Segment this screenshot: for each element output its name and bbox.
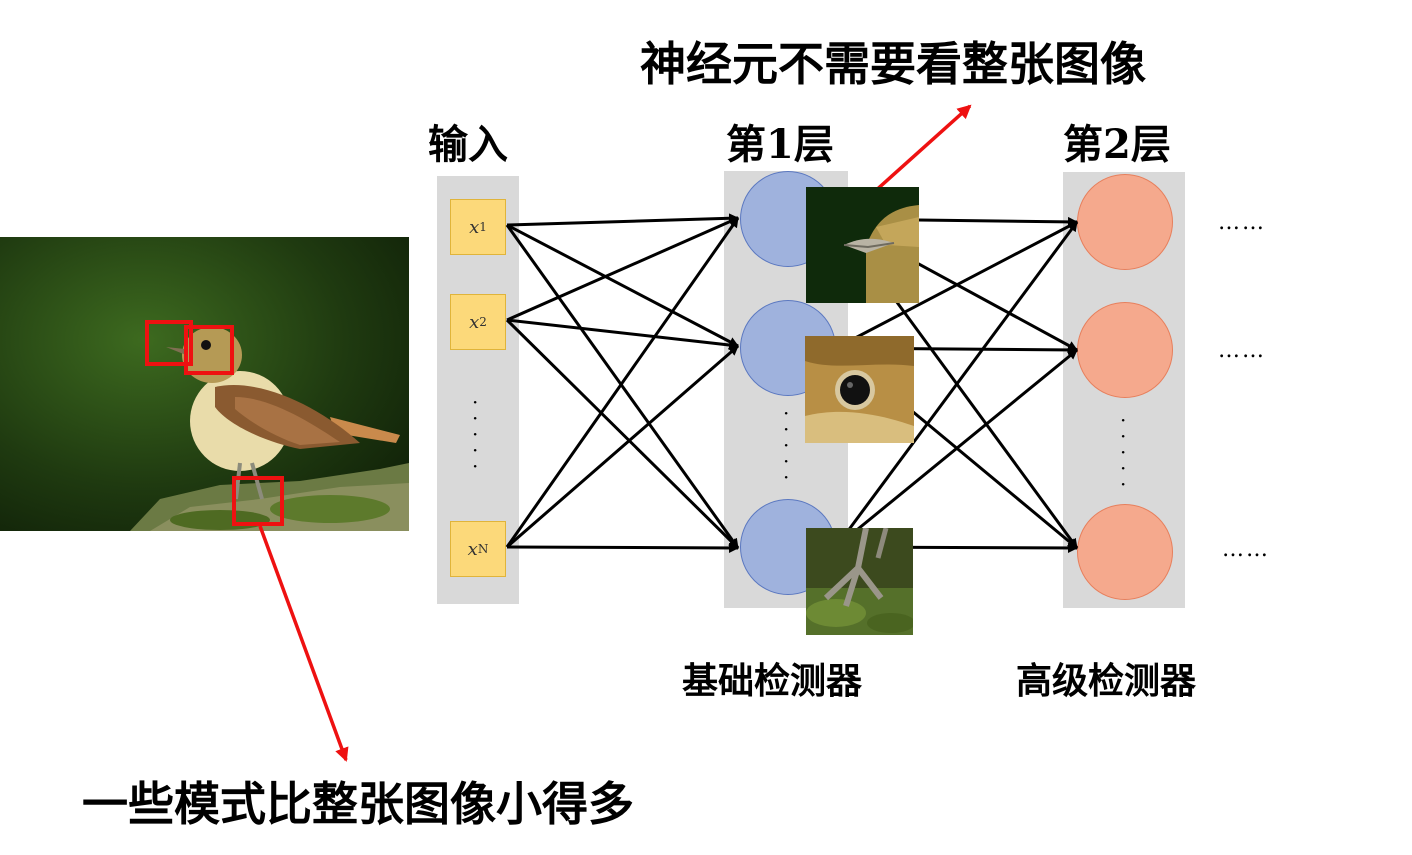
claw-highlight-box (232, 476, 284, 526)
layer2-ellipsis-1: …… (1218, 210, 1266, 235)
beak-highlight-box (145, 320, 193, 366)
top-red-arrow (871, 104, 972, 195)
eye-crop-image (805, 336, 914, 443)
top-caption: 神经元不需要看整张图像 (640, 37, 1146, 91)
bottom-red-arrow (258, 525, 349, 762)
bird-photo (0, 237, 409, 531)
input-var: x (469, 216, 480, 238)
basic-detector-label: 基础检测器 (682, 660, 863, 702)
layer2-node-1 (1077, 174, 1173, 270)
input-vertical-dots: ····· (472, 390, 479, 478)
claw-crop-image (806, 528, 913, 635)
layer2-ellipsis-2: …… (1218, 338, 1266, 363)
input-var: x (469, 311, 480, 333)
layer2-ellipsis-3: …… (1222, 537, 1270, 562)
input-subscript: 1 (479, 220, 487, 234)
eye-highlight-box (184, 325, 234, 375)
layer2-column-label: 第2层 (1063, 121, 1171, 168)
layer2-node-3 (1077, 504, 1173, 600)
layer1-column-label: 第1层 (726, 121, 834, 168)
layer2-vertical-dots: ····· (1120, 408, 1127, 496)
input-column-label: 输入 (428, 121, 508, 168)
input-subscript: 2 (479, 315, 487, 329)
bottom-caption: 一些模式比整张图像小得多 (82, 777, 634, 831)
beak-crop-image (806, 187, 919, 303)
layer1-vertical-dots: ····· (783, 401, 790, 489)
high-detector-label: 高级检测器 (1016, 660, 1197, 702)
layer2-node-2 (1077, 302, 1173, 398)
input-var: x (467, 538, 478, 560)
input-subscript: N (477, 542, 489, 556)
